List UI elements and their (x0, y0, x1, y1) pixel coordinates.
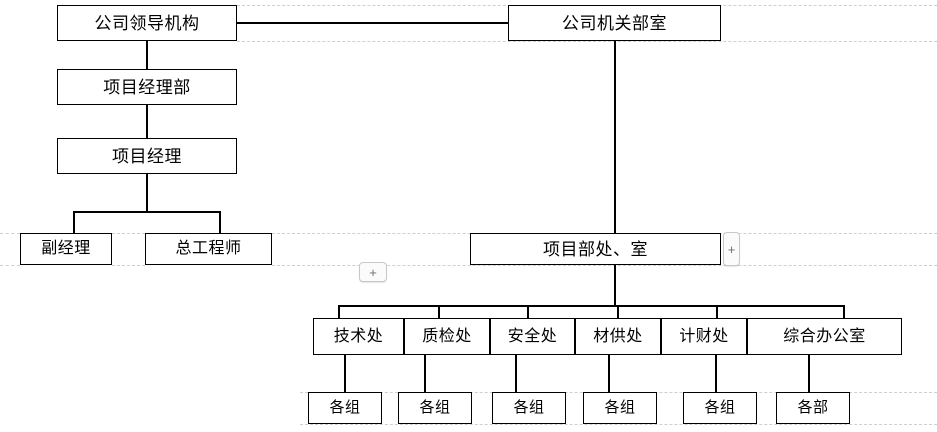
node-project-offices-label: 项目部处、室 (543, 239, 648, 259)
connector-project-manager-stem (146, 174, 149, 213)
node-chief-engineer-label: 总工程师 (175, 240, 242, 257)
guide-line-manager-row-lower (272, 265, 937, 266)
node-leaf-6-label: 各部 (797, 399, 829, 416)
node-project-offices[interactable]: 项目部处、室 (470, 233, 721, 265)
connector-leadership-to-departments (237, 22, 508, 25)
node-chief-engineer[interactable]: 总工程师 (145, 233, 272, 265)
connector-leadership-to-project-dept (146, 41, 149, 69)
node-leaf-4[interactable]: 各组 (583, 392, 657, 424)
node-leaf-3[interactable]: 各组 (492, 392, 566, 424)
node-department-4[interactable]: 材供处 (575, 318, 661, 355)
node-leaf-1[interactable]: 各组 (308, 392, 382, 424)
node-deputy-manager[interactable]: 副经理 (20, 233, 112, 265)
connector-departments-to-offices (614, 41, 617, 233)
node-project-manager-label: 项目经理 (112, 146, 182, 166)
guide-line-manager-row-gap-lower (112, 265, 145, 266)
connector-project-dept-to-project-manager (146, 105, 149, 138)
connector-to-deputy-manager (73, 211, 76, 233)
node-department-3[interactable]: 安全处 (490, 318, 575, 355)
connector-to-chief-engineer (219, 211, 222, 233)
node-leaf-1-label: 各组 (329, 399, 361, 416)
node-leaf-4-label: 各组 (604, 399, 636, 416)
node-department-1-label: 技术处 (333, 327, 384, 345)
node-leaf-2-label: 各组 (419, 399, 451, 416)
guide-line-leaf-row-lower (300, 424, 937, 425)
node-department-4-label: 材供处 (593, 327, 643, 345)
node-leaf-5[interactable]: 各组 (683, 392, 757, 424)
guide-line-manager-row-gap-upper (112, 233, 145, 234)
connector-project-manager-bus (73, 211, 221, 214)
connector-to-dept-5 (716, 305, 718, 318)
node-department-3-label: 安全处 (507, 327, 558, 345)
node-department-2[interactable]: 质检处 (404, 318, 490, 355)
guide-line-manager-row-left-lower (0, 265, 20, 266)
node-project-manager-dept-label: 项目经理部 (103, 77, 191, 97)
connector-dept-3-to-leaf (515, 355, 517, 392)
node-leaf-5-label: 各组 (704, 399, 736, 416)
node-company-leadership-label: 公司领导机构 (94, 13, 200, 33)
connector-to-dept-6 (843, 305, 845, 318)
connector-department-bus (338, 305, 845, 308)
node-project-manager-dept[interactable]: 项目经理部 (57, 69, 237, 105)
connector-to-dept-2 (438, 305, 440, 318)
node-department-5[interactable]: 计财处 (661, 318, 747, 355)
node-leaf-3-label: 各组 (513, 399, 545, 416)
connector-dept-6-to-leaf (808, 355, 810, 392)
node-department-1[interactable]: 技术处 (313, 318, 404, 355)
expand-button-project-offices[interactable]: + (723, 232, 740, 266)
guide-line-top-row-lower (237, 41, 937, 42)
connector-dept-2-to-leaf (424, 355, 426, 392)
node-leaf-2[interactable]: 各组 (398, 392, 472, 424)
node-deputy-manager-label: 副经理 (41, 240, 91, 257)
connector-to-dept-4 (617, 305, 619, 318)
node-company-departments[interactable]: 公司机关部室 (508, 5, 721, 41)
node-department-6[interactable]: 综合办公室 (747, 318, 902, 355)
connector-dept-5-to-leaf (715, 355, 717, 392)
connector-to-dept-1 (338, 305, 340, 318)
connector-dept-1-to-leaf (344, 355, 346, 392)
guide-line-manager-row-left-upper (0, 233, 20, 234)
node-company-departments-label: 公司机关部室 (562, 13, 667, 33)
node-department-2-label: 质检处 (422, 327, 472, 345)
expand-button-engineer-row[interactable]: + (359, 262, 387, 282)
node-leaf-6[interactable]: 各部 (776, 392, 850, 424)
plus-icon: + (727, 241, 736, 257)
node-department-6-label: 综合办公室 (783, 327, 866, 345)
connector-dept-4-to-leaf (608, 355, 610, 392)
node-project-manager[interactable]: 项目经理 (57, 138, 237, 174)
connector-to-dept-3 (527, 305, 529, 318)
node-department-5-label: 计财处 (679, 327, 729, 345)
connector-offices-stem (614, 265, 617, 307)
node-company-leadership[interactable]: 公司领导机构 (57, 5, 237, 41)
plus-icon: + (369, 264, 377, 280)
